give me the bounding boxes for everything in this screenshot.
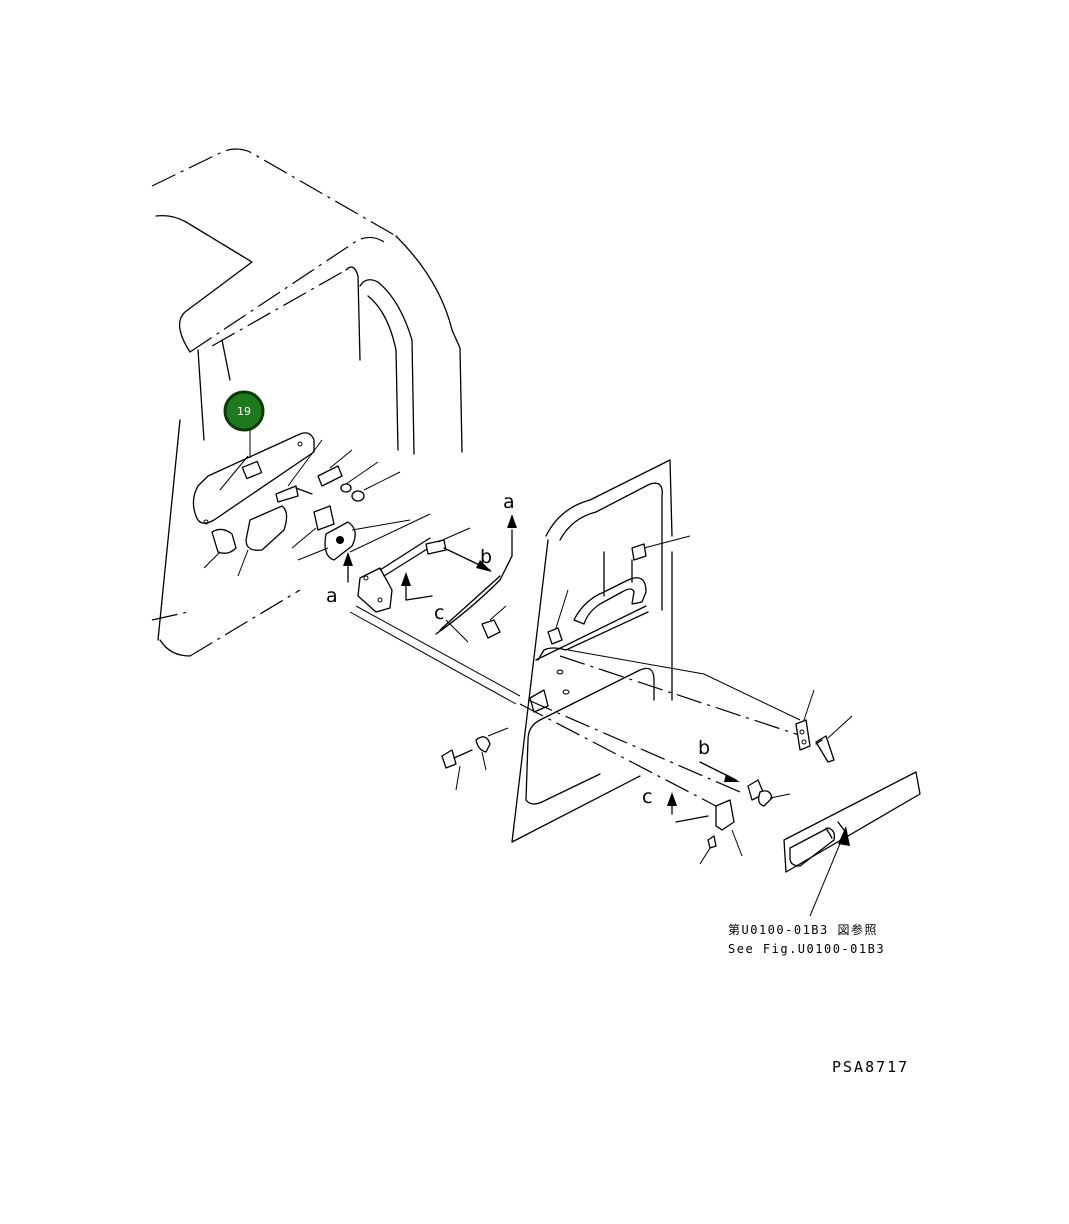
figure-reference: 第U0100-01B3 図参照 See Fig.U0100-01B3 (728, 922, 885, 956)
reference-japanese: 第U0100-01B3 図参照 (728, 922, 878, 937)
part-number-badge: 19 (223, 390, 265, 458)
cab-body (151, 148, 463, 657)
lower-hardware (441, 689, 853, 865)
label-c-upper: c (434, 602, 444, 624)
label-b-upper: b (480, 546, 492, 568)
badge-number: 19 (237, 405, 251, 418)
arrow-labels: a a b b c c (326, 491, 710, 808)
drawing-code: PSA8717 (832, 1058, 909, 1076)
door-frame (511, 459, 691, 843)
latch-rod-assembly (349, 513, 517, 643)
reference-english: See Fig.U0100-01B3 (728, 942, 885, 956)
side-panel (783, 771, 921, 917)
label-a-left: a (326, 585, 338, 607)
label-b-lower: b (698, 737, 710, 759)
badge-circle (223, 390, 265, 432)
label-a-upper: a (503, 491, 515, 513)
hinge-plate-assembly (192, 432, 315, 577)
label-c-lower: c (642, 786, 652, 808)
alignment-lines (349, 605, 803, 807)
upper-hardware (275, 439, 411, 583)
